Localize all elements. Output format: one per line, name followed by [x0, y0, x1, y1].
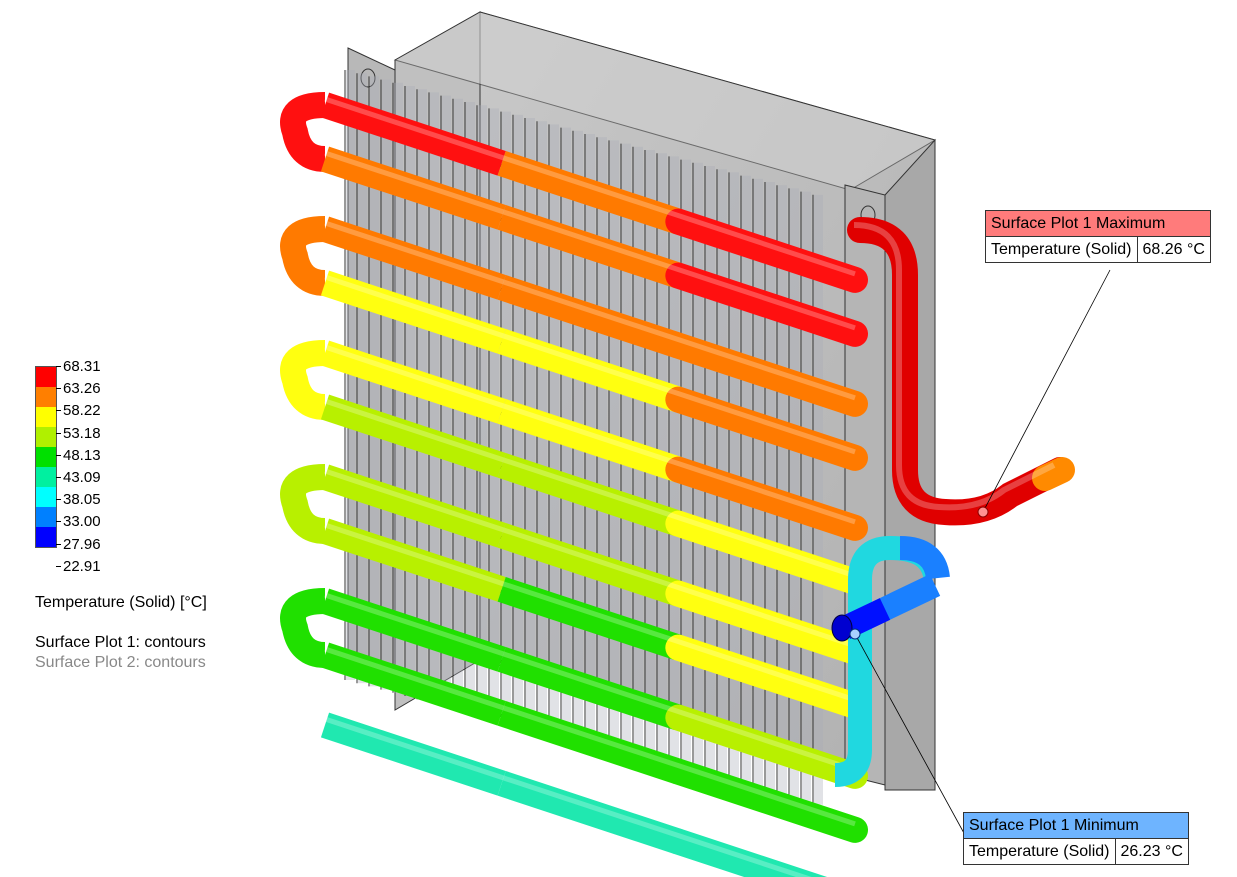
max-probe-pin[interactable]: [977, 269, 1111, 518]
legend-tick: [56, 543, 61, 545]
legend-swatch: [36, 407, 56, 427]
tube-bend: [280, 464, 326, 544]
min-probe-quantity: Temperature (Solid): [964, 839, 1116, 864]
legend-tick-label: 63.26: [63, 380, 101, 398]
max-probe-value: 68.26 °C: [1142, 241, 1205, 258]
tube-segment: [497, 328, 683, 412]
legend-tick: [56, 565, 61, 567]
tube-segment: [320, 216, 506, 300]
tube-highlight: [324, 592, 856, 773]
legend-swatch: [36, 467, 56, 487]
tube-segment: [497, 576, 683, 660]
tube-segment: [320, 394, 506, 478]
tube-highlight: [324, 716, 812, 877]
tube-highlight: [324, 522, 856, 703]
tube-segment: [320, 642, 506, 726]
min-probe-value: 26.23 °C: [1120, 843, 1183, 860]
legend-tick-label: 68.31: [63, 358, 101, 375]
tube-highlight: [324, 344, 856, 525]
tube-bend: [280, 216, 326, 296]
tube-segment: [665, 208, 868, 293]
legend-swatch: [36, 487, 56, 507]
tube-coil: [280, 92, 868, 877]
tube-bend: [280, 92, 326, 172]
tube-segment: [665, 580, 868, 665]
tube-highlight: [324, 398, 856, 579]
min-probe-title: Surface Plot 1 Minimum: [964, 813, 1188, 839]
legend-tick: [56, 521, 61, 523]
legend-swatch: [36, 447, 56, 467]
legend-tick: [56, 410, 61, 412]
legend-swatch: [36, 387, 56, 407]
surface-plot-1-label[interactable]: Surface Plot 1: contours: [35, 634, 206, 651]
max-probe-box[interactable]: Surface Plot 1 Maximum Temperature (Soli…: [985, 210, 1211, 263]
tube-segment: [497, 204, 683, 288]
tube-segment: [497, 274, 683, 358]
tube-segment: [497, 452, 683, 536]
legend-color-bar: [35, 366, 57, 548]
tube-segment: [320, 518, 506, 602]
tube-segment: [497, 150, 683, 234]
tube-highlight: [324, 274, 856, 455]
tube-highlight: [324, 646, 856, 827]
tube-segment: [320, 712, 506, 796]
max-probe-quantity: Temperature (Solid): [986, 237, 1138, 262]
legend-swatch: [36, 427, 56, 447]
tube-highlight: [324, 468, 856, 649]
tube-segment: [665, 386, 868, 471]
tube-segment: [665, 758, 868, 843]
tube-bend: [280, 588, 326, 668]
inlet-tube: [831, 535, 950, 787]
legend-tick-label: 27.96: [63, 535, 101, 553]
tube-segment: [497, 398, 683, 482]
legend-tick: [56, 454, 61, 456]
tube-segment: [665, 510, 868, 595]
legend-tick: [56, 388, 61, 390]
legend-tick-label: 53.18: [63, 424, 101, 442]
legend-swatch: [36, 367, 56, 387]
legend-tick: [56, 477, 61, 478]
tube-segment: [320, 464, 506, 548]
tube-segment: [497, 646, 683, 730]
tube-bend: [280, 340, 326, 420]
tube-segment: [320, 146, 506, 230]
tube-segment: [665, 262, 868, 347]
tube-segment: [320, 92, 506, 176]
tube-highlight: [324, 220, 856, 401]
tube-segment: [497, 700, 683, 784]
legend-tick-label: 38.05: [63, 491, 101, 509]
fin-face: [778, 185, 787, 796]
tube-segment: [665, 332, 868, 417]
legend-tick-label: 22.91: [63, 557, 101, 575]
tube-segment: [665, 704, 868, 789]
tube-segment: [665, 828, 828, 877]
legend-swatch: [36, 507, 56, 527]
legend-tick-label: 58.22: [63, 402, 101, 420]
tube-segment: [665, 634, 868, 719]
legend-tick: [56, 432, 61, 434]
fin-face: [814, 194, 823, 805]
tube-segment: [320, 340, 506, 424]
legend-swatch: [36, 527, 56, 547]
legend-tick-label: 48.13: [63, 446, 101, 464]
legend-tick-label: 33.00: [63, 513, 101, 531]
legend-tick-label: 43.09: [63, 469, 101, 486]
legend-tick: [56, 499, 61, 501]
tube-highlight: [324, 96, 856, 277]
legend-title: Temperature (Solid) [°C]: [35, 594, 207, 611]
fin-face: [790, 188, 799, 799]
tube-segment: [497, 522, 683, 606]
tube-highlight: [324, 150, 856, 331]
tube-segment: [665, 456, 868, 541]
tube-segment: [320, 270, 506, 354]
surface-plot-2-label[interactable]: Surface Plot 2: contours: [35, 654, 206, 671]
min-probe-pin[interactable]: [849, 628, 966, 836]
max-probe-title: Surface Plot 1 Maximum: [986, 211, 1210, 237]
legend-tick: [56, 366, 61, 367]
fin-face: [802, 191, 811, 802]
tube-segment: [320, 588, 506, 672]
tube-segment: [497, 770, 683, 854]
min-probe-box[interactable]: Surface Plot 1 Minimum Temperature (Soli…: [963, 812, 1189, 865]
